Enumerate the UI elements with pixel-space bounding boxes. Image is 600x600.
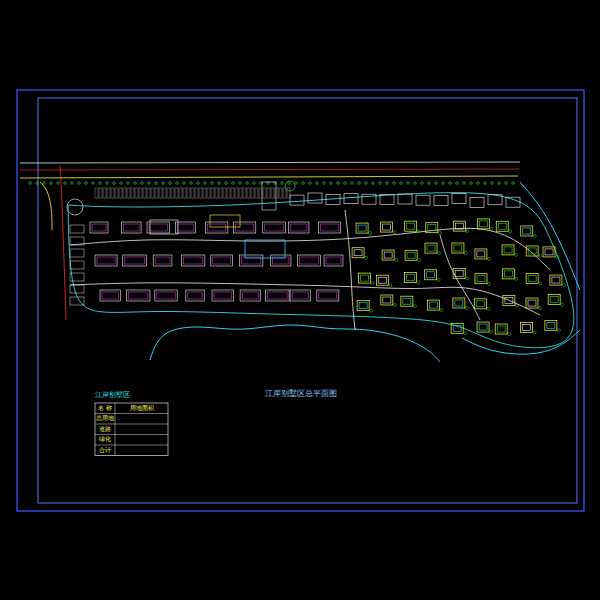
table-cell: 道路 <box>99 426 111 432</box>
table-title: 江岸别墅区 <box>95 392 130 399</box>
drawing-title: 江岸别墅区总平面图 <box>265 390 337 398</box>
table-cell: 绿化 <box>99 436 111 442</box>
data-table <box>95 403 168 456</box>
table-cell: 用地面积 <box>130 405 154 411</box>
inner-frame <box>38 98 577 503</box>
site-plan <box>20 162 580 362</box>
table-cell: 名 称 <box>98 405 112 411</box>
table-cell: 总用地 <box>96 415 114 421</box>
outer-frame <box>17 90 584 511</box>
table-cell: 合计 <box>99 447 111 453</box>
